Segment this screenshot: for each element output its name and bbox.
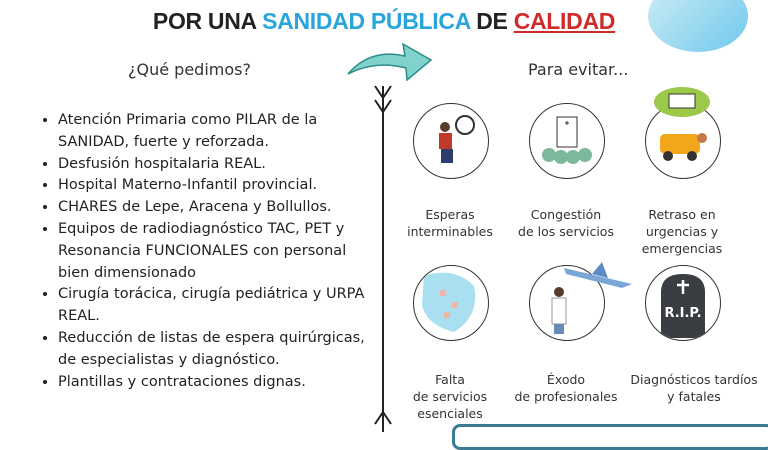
title-part: DE: [470, 8, 514, 34]
list-item: Equipos de radiodiagnóstico TAC, PET y R…: [58, 219, 368, 284]
list-item: Plantillas y contrataciones dignas.: [58, 372, 368, 394]
label-emergency-delay: Retraso en urgencias y emergencias: [641, 207, 723, 256]
left-heading: ¿Qué pedimos?: [128, 60, 251, 79]
airplane-icon: [564, 262, 632, 288]
title-quality: CALIDAD: [513, 8, 616, 34]
label-professional-exodus: Éxodo de profesionales: [514, 372, 618, 404]
waiting-person-clock-icon: [413, 103, 489, 179]
title-highlight: SANIDAD PÚBLICA: [262, 8, 471, 34]
list-item: Cirugía torácica, cirugía pediátrica y U…: [58, 284, 368, 328]
right-heading: Para evitar...: [528, 60, 629, 79]
map-icon: [413, 265, 489, 341]
tombstone-icon: R.I.P.: [645, 265, 721, 341]
list-item: Desfusión hospitalaria REAL.: [58, 154, 368, 176]
list-item: CHARES de Lepe, Aracena y Bollullos.: [58, 197, 368, 219]
label-long-waits: Esperas interminables: [407, 207, 493, 239]
page-title: POR UNA SANIDAD PÚBLICA DE CALIDAD: [0, 8, 768, 35]
rip-text: R.I.P.: [664, 306, 702, 321]
list-item: Reducción de listas de espera quirúrgica…: [58, 328, 368, 372]
timeline-line: [382, 86, 384, 432]
label-late-diagnosis: Diagnósticos tardíos y fatales: [630, 372, 758, 404]
curved-arrow-icon: [347, 42, 433, 82]
list-item: Atención Primaria como PILAR de la SANID…: [58, 110, 368, 154]
label-congestion: Congestión de los servicios: [518, 207, 614, 239]
demands-list: Atención Primaria como PILAR de la SANID…: [38, 110, 368, 393]
chevron-marks-icon: [374, 85, 392, 425]
ambulance-cloud-icon: [654, 87, 710, 117]
title-part: POR UNA: [152, 8, 263, 34]
label-lack-services: Falta de servicios esenciales: [412, 372, 488, 421]
crowded-hospital-icon: [529, 103, 605, 179]
list-item: Hospital Materno-Infantil provincial.: [58, 175, 368, 197]
info-box: [452, 424, 768, 450]
